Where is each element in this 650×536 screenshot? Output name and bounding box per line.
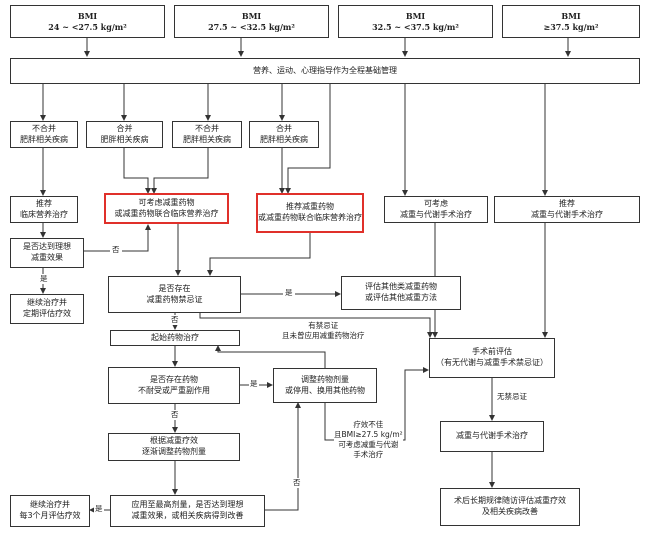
label-line: 有禁忌证 (308, 321, 339, 330)
treatment-recommend-surgery-box: 推荐 减重与代谢手术治疗 (494, 196, 640, 223)
bmi-title: BMI (561, 10, 581, 21)
flow-line: 根据减重疗效 (150, 436, 198, 446)
evaluate-other-box: 评估其他类减重药物 或评估其他减重方法 (341, 276, 461, 310)
flow-line: 手术前评估 (472, 347, 512, 357)
bmi-range: 24 ~ <27.5 kg/m² (48, 21, 127, 32)
no-comorbidity-box-1: 不合并 肥胖相关疾病 (10, 121, 78, 148)
contraindication-box: 是否存在 减重药物禁忌证 (108, 276, 241, 313)
edge-label-no: 否 (170, 410, 180, 421)
bmi-title: BMI (405, 10, 426, 21)
treatment-nutrition-box: 推荐 临床营养治疗 (10, 196, 78, 223)
flow-line: 减重药物禁忌证 (146, 294, 203, 304)
flow-line: 调整药物剂量 (301, 374, 349, 384)
comorbidity-line: 肥胖相关疾病 (260, 134, 308, 144)
treatment-consider-drug-box: 可考虑减重药物 或减重药物联合临床营养治疗 (104, 193, 229, 224)
treatment-line: 推荐 (36, 198, 52, 208)
flow-line: 及相关疾病改善 (482, 507, 538, 516)
flow-line: 不耐受或严重副作用 (138, 385, 210, 395)
label-line: 疗效不佳 (353, 420, 384, 429)
comorbidity-line: 肥胖相关疾病 (20, 134, 68, 144)
label-line: 手术治疗 (353, 450, 384, 460)
bmi-box-1: BMI 24 ~ <27.5 kg/m² (10, 5, 165, 38)
flow-line: 逐渐调整药物剂量 (142, 447, 206, 456)
treatment-line: 或减重药物联合临床营养治疗 (258, 213, 362, 222)
edge-label-no: 否 (110, 245, 122, 256)
treatment-line: 临床营养治疗 (20, 209, 68, 219)
treatment-consider-surgery-box: 可考虑 减重与代谢手术治疗 (384, 196, 488, 223)
comorbidity-line: 肥胖相关疾病 (100, 134, 149, 144)
label-line: 且BMI≥27.5 kg/m² (334, 430, 403, 440)
bmi-box-3: BMI 32.5 ~ <37.5 kg/m² (338, 5, 493, 38)
edge-label-yes: 是 (38, 274, 50, 285)
treatment-line: 可考虑减重药物 (138, 197, 195, 207)
comorbidity-line: 不合并 (32, 123, 56, 133)
flow-line: 是否存在 (158, 283, 191, 293)
flow-line: 减重效果，或相关疾病得到改善 (131, 511, 244, 520)
edge-label-poor-effect: 疗效不佳 且BMI≥27.5 kg/m² 可考虑减重与代谢 手术治疗 (334, 420, 403, 461)
start-drug-box: 起始药物治疗 (110, 330, 240, 346)
flow-line: 起始药物治疗 (151, 332, 199, 342)
no-comorbidity-box-2: 不合并 肥胖相关疾病 (172, 121, 242, 148)
edge-label-yes: 是 (249, 379, 259, 390)
flow-line: 术后长期规律随访评估减重疗效 (454, 496, 566, 506)
follow-up-box: 术后长期规律随访评估减重疗效 及相关疾病改善 (440, 488, 580, 526)
comorbidity-line: 肥胖相关疾病 (183, 134, 231, 144)
flow-line: 减重与代谢手术治疗 (456, 431, 528, 441)
flow-line: 评估其他类减重药物 (365, 282, 437, 292)
flow-line: 每3个月评估疗效 (19, 511, 81, 520)
intolerance-box: 是否存在药物 不耐受或严重副作用 (108, 367, 240, 404)
flow-line: 定期评估疗效 (23, 309, 71, 318)
treatment-line: 推荐减重药物 (286, 202, 334, 212)
treatment-line: 减重与代谢手术治疗 (531, 209, 603, 219)
ideal-effect-box: 是否达到理想 减重效果 (10, 238, 84, 268)
edge-label-no: 否 (170, 315, 180, 326)
continue-regular-box: 继续治疗并 定期评估疗效 (10, 294, 84, 324)
max-dose-box: 应用至最高剂量，是否达到理想 减重效果，或相关疾病得到改善 (110, 495, 265, 527)
edge-label-no-contra: 无禁忌证 (496, 392, 528, 403)
bmi-box-2: BMI 27.5 ~ <32.5 kg/m² (174, 5, 329, 38)
comorbidity-box-2: 合并 肥胖相关疾病 (249, 121, 319, 148)
flow-line: 继续治疗并 (27, 298, 67, 308)
bmi-range: 32.5 ~ <37.5 kg/m² (372, 21, 459, 32)
flow-line: 是否达到理想 (23, 242, 71, 252)
bmi-range: 27.5 ~ <32.5 kg/m² (208, 21, 295, 32)
bmi-title: BMI (77, 10, 98, 21)
continue-3m-box: 继续治疗并 每3个月评估疗效 (10, 495, 90, 527)
pre-surgery-box: 手术前评估 （有无代谢与减重手术禁忌证） (429, 338, 555, 378)
base-management-text: 营养、运动、心理指导作为全程基础管理 (253, 65, 397, 75)
treatment-recommend-drug-box: 推荐减重药物 或减重药物联合临床营养治疗 (256, 193, 364, 233)
flow-line: 继续治疗并 (30, 500, 70, 510)
base-management-box: 营养、运动、心理指导作为全程基础管理 (10, 58, 640, 84)
edge-label-yes: 是 (283, 288, 295, 299)
surgery-box: 减重与代谢手术治疗 (440, 421, 544, 452)
comorbidity-line: 合并 (116, 123, 133, 133)
flow-line: 或停用、换用其他药物 (285, 385, 365, 395)
flow-line: 是否存在药物 (150, 374, 198, 384)
comorbidity-line: 不合并 (195, 123, 219, 133)
edge-label-no: 否 (292, 478, 302, 489)
flow-line: 减重效果 (31, 253, 63, 262)
bmi-title: BMI (241, 10, 262, 21)
bmi-box-4: BMI ≥37.5 kg/m² (502, 5, 640, 38)
label-line: 且未曾应用减重药物治疗 (282, 331, 365, 341)
comorbidity-line: 合并 (276, 123, 292, 133)
titrate-box: 根据减重疗效 逐渐调整药物剂量 (108, 433, 240, 461)
label-line: 可考虑减重与代谢 (338, 440, 399, 450)
flow-line: 应用至最高剂量，是否达到理想 (131, 500, 244, 510)
edge-label-yes: 是 (94, 504, 104, 515)
treatment-line: 可考虑 (424, 198, 448, 208)
edge-label-has-contra: 有禁忌证 且未曾应用减重药物治疗 (282, 321, 365, 342)
treatment-line: 或减重药物联合临床营养治疗 (114, 208, 219, 218)
treatment-line: 推荐 (559, 198, 575, 208)
adjust-drug-box: 调整药物剂量 或停用、换用其他药物 (273, 368, 377, 403)
flow-line: （有无代谢与减重手术禁忌证） (436, 358, 548, 367)
comorbidity-box-1: 合并 肥胖相关疾病 (86, 121, 163, 148)
treatment-line: 减重与代谢手术治疗 (400, 209, 472, 219)
bmi-range: ≥37.5 kg/m² (543, 21, 599, 32)
flow-line: 或评估其他减重方法 (365, 293, 437, 302)
